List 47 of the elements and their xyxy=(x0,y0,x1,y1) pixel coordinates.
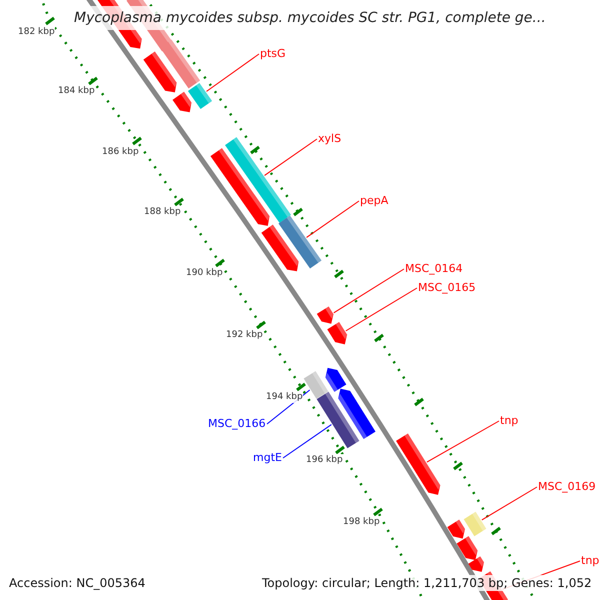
gene-feature xyxy=(468,556,484,572)
gene-label: pepA xyxy=(360,195,388,207)
tick-label: 182 kbp xyxy=(18,26,55,38)
gene-label: MSC_0165 xyxy=(418,282,476,294)
gene-feature xyxy=(188,82,212,110)
tick-label: 184 kbp xyxy=(58,85,95,97)
leader-line xyxy=(264,138,318,176)
gene-label: xylS xyxy=(318,133,342,145)
gene-feature xyxy=(172,92,192,112)
gene-label: mgtE xyxy=(253,452,282,464)
gene-feature xyxy=(143,52,177,92)
gene-feature xyxy=(316,306,334,324)
leader-line xyxy=(345,288,418,332)
tick-label: 194 kbp xyxy=(266,391,303,403)
accession-text: Accession: NC_005364 xyxy=(9,575,146,591)
tick-label: 188 kbp xyxy=(144,206,181,218)
gene-feature xyxy=(316,392,360,448)
gene-feature xyxy=(456,536,478,560)
gene-feature xyxy=(210,148,270,226)
gene-label: MSC_0169 xyxy=(538,481,596,493)
gene-feature xyxy=(278,215,322,269)
tick-label: 190 kbp xyxy=(186,267,223,279)
gene-feature xyxy=(304,371,328,399)
gene-feature xyxy=(325,368,346,392)
gene-label: MSC_0164 xyxy=(405,263,463,275)
gene-feature xyxy=(225,137,291,223)
gene-feature xyxy=(396,433,440,495)
gene-feature xyxy=(160,40,200,88)
gene-feature xyxy=(261,224,299,272)
leader-line xyxy=(333,268,404,314)
tick-label: 192 kbp xyxy=(226,329,263,341)
gene-label: ptsG xyxy=(260,48,286,60)
gene-label: tnp xyxy=(581,555,600,567)
gene-label: MSC_0166 xyxy=(208,418,266,430)
leader-line xyxy=(282,424,332,458)
tick-label: 186 kbp xyxy=(102,146,139,158)
gene-label: tnp xyxy=(500,415,518,427)
leader-line xyxy=(481,486,538,520)
gene-feature xyxy=(464,512,486,536)
tick-label: 196 kbp xyxy=(306,454,343,466)
leader-line xyxy=(426,420,500,463)
leader-line xyxy=(306,200,360,238)
tick-label: 198 kbp xyxy=(343,516,380,528)
leader-line xyxy=(206,54,260,92)
gene-feature xyxy=(447,520,465,539)
gene-feature xyxy=(338,388,376,440)
gene-feature xyxy=(327,322,348,344)
